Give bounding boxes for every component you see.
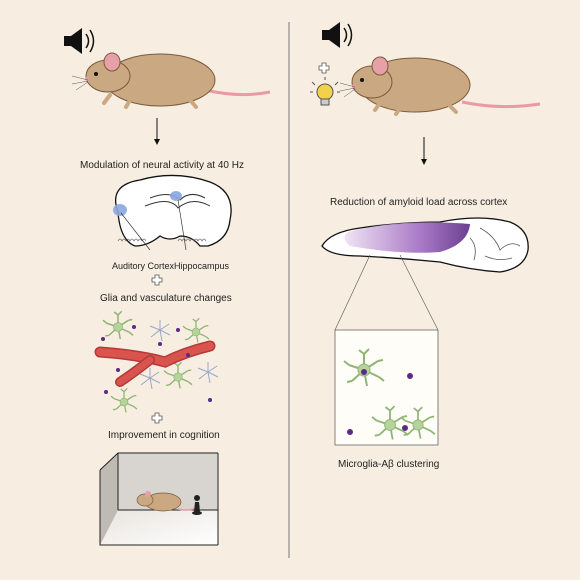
speaker-icon (64, 28, 95, 54)
plus-icon (151, 412, 163, 424)
glia-vasculature-illustration (94, 310, 219, 414)
microglia-icon (102, 310, 134, 340)
brain-coronal-section (113, 174, 232, 251)
microglia-icon (182, 317, 210, 344)
amyloid-label: Reduction of amyloid load across cortex (330, 197, 508, 208)
mouse-icon (339, 56, 541, 116)
mouse-icon (71, 52, 271, 109)
mouse-icon (136, 491, 201, 512)
modulation-label: Modulation of neural activity at 40 Hz (80, 160, 244, 171)
lightbulb-icon (310, 77, 340, 106)
cognition-label: Improvement in cognition (108, 430, 220, 441)
glia-label: Glia and vasculature changes (100, 293, 232, 304)
microglia-icon (110, 387, 138, 414)
chess-pawn-icon (192, 495, 202, 515)
speaker-icon (322, 22, 353, 48)
auditory-cortex-label: Auditory Cortex (112, 261, 175, 271)
behavior-arena (99, 452, 219, 546)
zoom-inset (334, 254, 439, 446)
hippocampus-label: Hippocampus (174, 261, 230, 271)
plus-icon (318, 62, 330, 74)
brain-sagittal-section (321, 217, 529, 273)
plus-icon (151, 274, 163, 286)
microglia-label: Microglia-Aβ clustering (338, 459, 440, 470)
